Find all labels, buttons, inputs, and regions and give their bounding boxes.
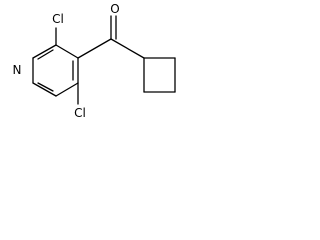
bond-carbonyl-cyclobutyl: [110, 38, 145, 59]
oxygen-atom-label: O: [110, 2, 119, 16]
nitrogen-atom-label: N: [13, 63, 22, 77]
molecule-structure: O Cl Cl N: [13, 2, 176, 120]
bond-c6-c5-inner: [37, 82, 54, 92]
bond-c3-c2: [55, 44, 79, 59]
chlorine-atom-label-top: Cl: [52, 12, 64, 26]
bond-c6-c5: [32, 82, 57, 97]
bond-c3-carbonyl: [77, 38, 112, 59]
pyridine-ring: [32, 44, 79, 97]
bond-c5-c4: [55, 82, 79, 97]
bond-c2-n1-inner: [37, 49, 54, 60]
bond-c2-n1: [32, 44, 57, 59]
carbonyl-group: [77, 15, 145, 59]
cyclobutane-ring: [143, 57, 176, 93]
chlorine-atom-label-bottom: Cl: [74, 106, 86, 120]
